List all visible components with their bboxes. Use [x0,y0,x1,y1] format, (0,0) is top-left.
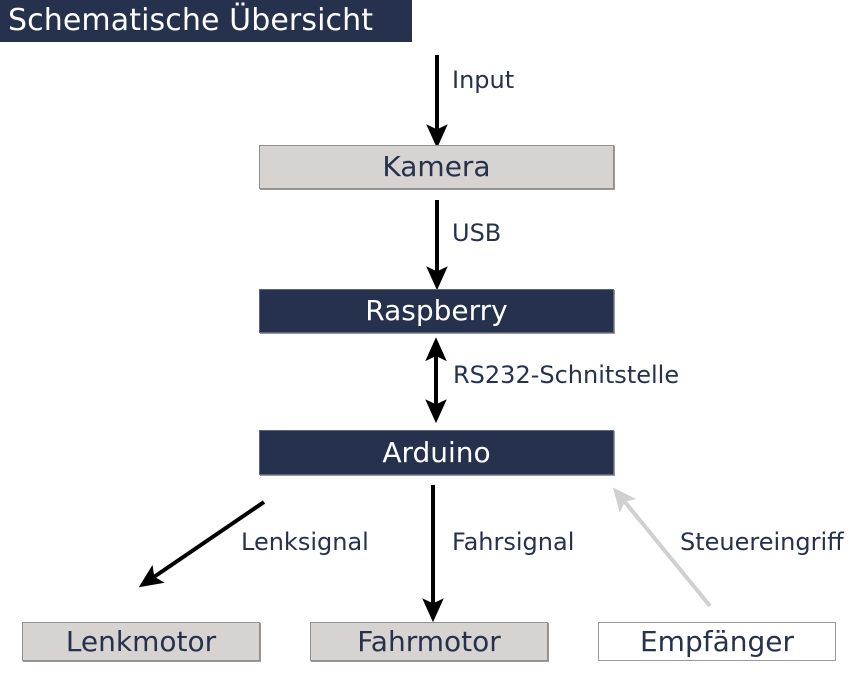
page-title-bar: Schematische Übersicht [0,0,412,42]
edge-label-rs232: RS232-Schnitstelle [453,361,680,389]
edge-label-input: Input [452,66,515,94]
node-kamera-label: Kamera [382,150,491,183]
node-arduino[interactable]: Arduino [259,430,614,475]
page-title: Schematische Übersicht [8,3,374,38]
node-fahrmotor[interactable]: Fahrmotor [310,622,548,661]
edge-label-lenksignal: Lenksignal [241,528,369,556]
node-lenkmotor-label: Lenkmotor [65,624,217,658]
node-empfaenger[interactable]: Empfänger [598,622,836,661]
node-raspberry-label: Raspberry [365,294,508,327]
node-lenkmotor[interactable]: Lenkmotor [22,622,260,661]
edge-label-usb: USB [452,219,502,247]
node-empfaenger-label: Empfänger [639,624,794,658]
edge-label-steuereingriff: Steuereingriff [680,528,844,556]
node-arduino-label: Arduino [382,435,491,469]
node-fahrmotor-label: Fahrmotor [357,624,501,658]
node-raspberry[interactable]: Raspberry [259,289,614,333]
node-kamera[interactable]: Kamera [259,145,614,189]
edge-label-fahrsignal: Fahrsignal [452,528,575,556]
